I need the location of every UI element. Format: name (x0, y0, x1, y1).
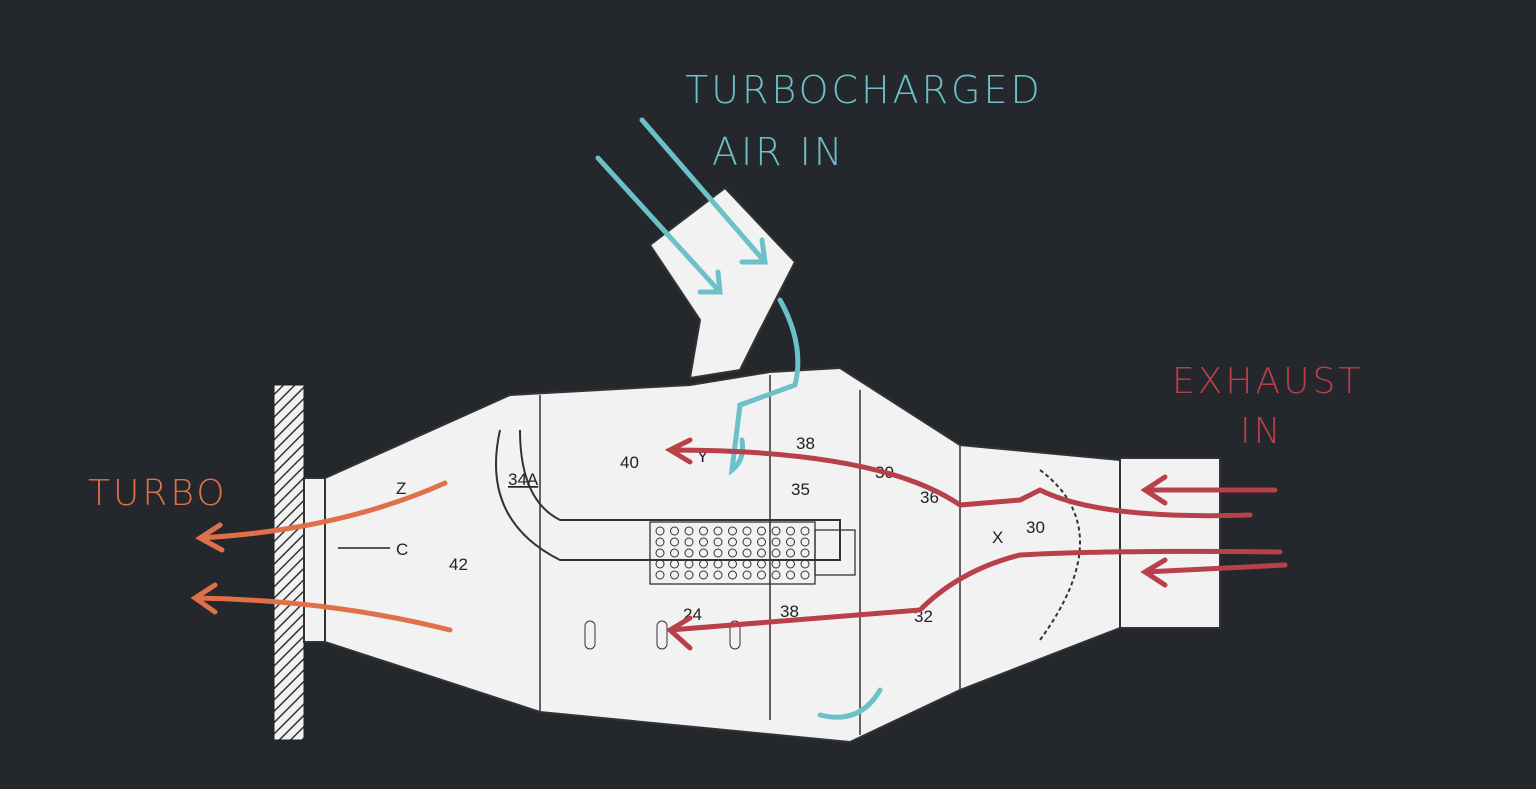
perforation-hole (670, 559, 679, 569)
label-y: Y (697, 447, 708, 466)
perforation-hole (742, 548, 752, 558)
perforation-hole (713, 537, 723, 547)
perforation-hole (742, 570, 752, 580)
perforation-hole (699, 559, 708, 569)
label-40: 40 (620, 453, 639, 472)
perforation-hole (728, 537, 737, 547)
slot-hole (729, 620, 741, 650)
perforation-hole (786, 559, 795, 569)
perforation-hole (800, 570, 810, 580)
perforation-hole (728, 559, 737, 569)
perforation-hole (670, 548, 679, 558)
perforation-hole (670, 526, 679, 536)
perforation-hole (655, 548, 665, 558)
perforation-hole (684, 548, 694, 558)
perforation-hole (800, 548, 810, 558)
perforation-hole (699, 570, 708, 580)
perforation-hole (699, 537, 708, 547)
perforation-hole (771, 526, 781, 536)
patent-drawing: 40 Y 34A 38 35 30 36 30 X 38 32 24 Z C 4… (273, 186, 1221, 744)
label-38-top: 38 (796, 434, 815, 453)
perforation-hole (742, 537, 752, 547)
label-30: 30 (1026, 518, 1045, 537)
perforation-hole (670, 537, 679, 547)
perforation-hole (786, 526, 795, 536)
perforation-hole (757, 559, 766, 569)
slot-hole (656, 620, 668, 650)
perforation-hole (742, 526, 752, 536)
perforation-hole (684, 559, 694, 569)
perforated-tube (649, 521, 856, 585)
perforation-hole (670, 570, 679, 580)
perforation-hole (713, 548, 723, 558)
perforation-hole (684, 570, 694, 580)
perforation-hole (699, 548, 708, 558)
exhaust-flow-arrows (664, 437, 1288, 651)
perforation-hole (800, 526, 810, 536)
perforation-hole (800, 559, 810, 569)
perforation-hole (771, 548, 781, 558)
flange (273, 384, 305, 741)
perforation-hole (713, 570, 723, 580)
perforation-hole (684, 526, 694, 536)
perforation-hole (757, 526, 766, 536)
perforation-hole (655, 559, 665, 569)
perforation-hole (655, 570, 665, 580)
perforation-hole (786, 570, 795, 580)
annotation-turbocharged: TURBOCHARGED (685, 68, 1043, 112)
perforation-hole (713, 526, 723, 536)
label-c: C (396, 540, 408, 559)
perforation-hole (771, 537, 781, 547)
perforation-hole (786, 548, 795, 558)
perforation-hole (757, 537, 766, 547)
perforation-hole (728, 570, 737, 580)
label-38-bottom: 38 (780, 602, 799, 621)
perforation-hole (742, 559, 752, 569)
air-flow-arrows (595, 117, 883, 720)
label-42: 42 (449, 555, 468, 574)
air-inlet-pipe (648, 186, 797, 380)
perforation-hole (800, 537, 810, 547)
turbo-flow-arrows (190, 480, 453, 633)
perforation-hole (771, 570, 781, 580)
perforation-hole (771, 559, 781, 569)
perforation-hole (757, 548, 766, 558)
perforation-hole (728, 548, 737, 558)
perforation-hole (655, 526, 665, 536)
perforation-hole (655, 537, 665, 547)
label-34a: 34A (508, 470, 539, 489)
perforation-hole (728, 526, 737, 536)
annotation-exhaust: EXHAUST (1172, 361, 1363, 402)
label-z: Z (396, 479, 406, 498)
exhaust-inlet-pipe (1119, 457, 1221, 629)
annotation-in: IN (1240, 411, 1284, 452)
label-35: 35 (791, 480, 810, 499)
annotation-turbo: TURBO (88, 473, 228, 514)
label-x: X (992, 528, 1003, 547)
slot-hole (584, 620, 596, 650)
annotation-air-in: AIR IN (712, 130, 845, 174)
perforation-hole (786, 537, 795, 547)
housing-body (303, 366, 1121, 744)
perforation-hole (757, 570, 766, 580)
perforation-hole (713, 559, 723, 569)
perforation-hole (699, 526, 708, 536)
perforation-hole (684, 537, 694, 547)
